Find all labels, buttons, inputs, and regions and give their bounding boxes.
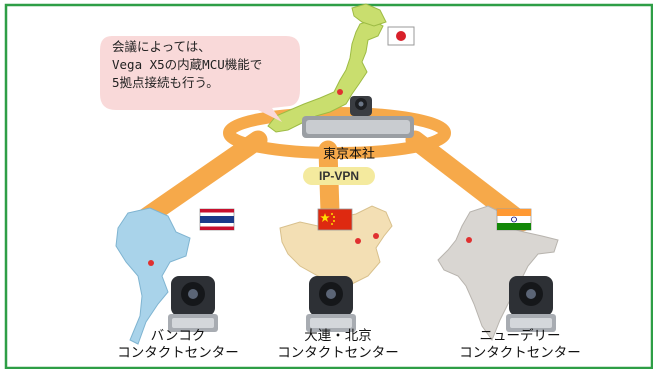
china-flag: [317, 208, 353, 231]
japan-map: [267, 19, 384, 133]
bubble-line-3: 5拠点接続も行う。: [112, 75, 219, 90]
dalian-marker: [373, 233, 379, 239]
new-delhi-marker: [466, 237, 472, 243]
thailand-flag: [199, 208, 235, 231]
hq-label: 東京本社: [322, 147, 375, 162]
site-label-dalian-beijing: 大連・北京 コンタクトセンター: [248, 328, 428, 362]
india-flag: [496, 208, 532, 231]
site-label-bangkok: バンコク コンタクトセンター: [88, 328, 268, 362]
japan-flag: [387, 26, 415, 46]
tokyo-marker: [337, 89, 343, 95]
bangkok-camera: [168, 276, 218, 332]
link-new-delhi: [405, 130, 532, 232]
site-name: バンコク: [150, 328, 206, 344]
site-label-new-delhi: ニューデリー コンタクトセンター: [430, 328, 610, 362]
speech-bubble-text: 会議によっては、 Vega X5の内蔵MCU機能で 5拠点接続も行う。: [112, 38, 312, 92]
beijing-marker: [355, 238, 361, 244]
hub-ring: [223, 107, 451, 159]
speech-bubble: [100, 36, 300, 122]
dalian-beijing-camera: [306, 276, 356, 332]
new-delhi-camera: [506, 276, 556, 332]
site-type: コンタクトセンター: [459, 345, 581, 361]
bubble-line-2: Vega X5の内蔵MCU機能で: [112, 57, 263, 72]
japan-hokkaido: [351, 3, 387, 27]
site-type: コンタクトセンター: [277, 345, 399, 361]
bangkok-marker: [148, 260, 154, 266]
site-name: ニューデリー: [479, 328, 561, 344]
hq-videoconference-unit: [302, 96, 414, 138]
site-type: コンタクトセンター: [117, 345, 239, 361]
site-name: 大連・北京: [304, 328, 372, 344]
frame-border: [4, 3, 653, 369]
bubble-line-1: 会議によっては、: [112, 39, 211, 54]
ip-vpn-badge: IP-VPN: [303, 167, 375, 185]
thailand-map: [115, 207, 191, 345]
